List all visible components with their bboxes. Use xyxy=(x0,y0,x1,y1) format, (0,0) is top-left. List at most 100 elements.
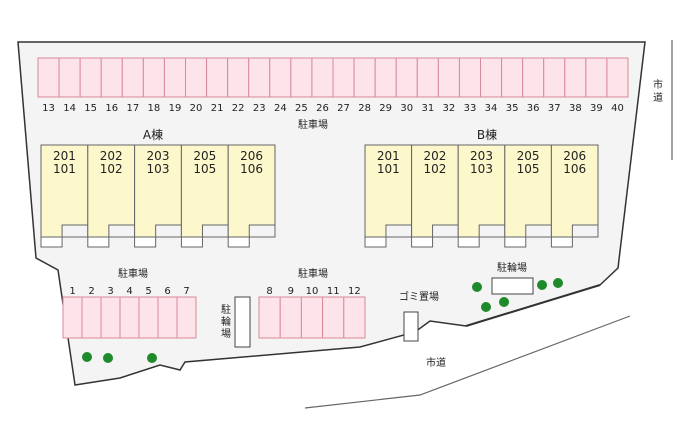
parking-space xyxy=(258,296,281,339)
unit-entrance-notch xyxy=(201,224,229,238)
bike-parking-right-label: 駐輪場 xyxy=(497,261,527,274)
parking-space xyxy=(142,57,165,98)
tree-icon xyxy=(481,302,491,312)
parking-space-number: 26 xyxy=(316,103,329,114)
parking-space xyxy=(311,57,334,98)
parking-space-number: 14 xyxy=(63,103,76,114)
unit-number-upper: 203 xyxy=(470,149,493,163)
unit-entrance-notch xyxy=(108,224,136,238)
unit-entrance-notch xyxy=(478,224,506,238)
building-unit xyxy=(364,144,413,238)
tree-icon xyxy=(472,282,482,292)
parking-space xyxy=(58,57,81,98)
parking-left-label: 駐車場 xyxy=(118,267,148,280)
parking-space-number: 23 xyxy=(253,103,266,114)
unit-number-lower: 101 xyxy=(377,162,400,176)
tree-icon xyxy=(553,278,563,288)
parking-space-number: 11 xyxy=(327,286,340,297)
parking-space xyxy=(37,57,60,98)
parking-space-number: 39 xyxy=(590,103,603,114)
unit-number-lower: 105 xyxy=(517,162,540,176)
parking-space-number: 5 xyxy=(145,286,151,297)
parking-space-number: 15 xyxy=(84,103,97,114)
parking-space-number: 4 xyxy=(126,286,132,297)
bike-parking-vertical-label-3: 場 xyxy=(221,327,231,340)
unit-number-lower: 102 xyxy=(423,162,446,176)
tree-icon xyxy=(147,353,157,363)
parking-space xyxy=(227,57,250,98)
parking-space xyxy=(585,57,608,98)
unit-number-upper: 201 xyxy=(53,149,76,163)
parking-space xyxy=(290,57,313,98)
unit-porch xyxy=(457,236,480,248)
building-unit xyxy=(40,144,89,238)
parking-space-number: 33 xyxy=(464,103,477,114)
unit-number-lower: 102 xyxy=(100,162,123,176)
parking-space-number: 10 xyxy=(306,286,319,297)
unit-entrance-notch xyxy=(571,224,599,238)
parking-space-number: 27 xyxy=(337,103,350,114)
building-unit xyxy=(134,144,182,238)
parking-space xyxy=(300,296,324,339)
parking-space-number: 32 xyxy=(443,103,456,114)
parking-space-number: 8 xyxy=(266,286,272,297)
building-a-label: A棟 xyxy=(143,127,163,142)
tree-icon xyxy=(103,353,113,363)
tree-icon xyxy=(499,297,509,307)
parking-space-number: 38 xyxy=(569,103,582,114)
unit-entrance-notch xyxy=(432,224,459,238)
unit-number-upper: 205 xyxy=(517,149,540,163)
building-unit xyxy=(504,144,552,238)
parking-space-number: 25 xyxy=(295,103,308,114)
parking-space xyxy=(543,57,566,98)
parking-space xyxy=(100,57,123,98)
parking-space xyxy=(374,57,397,98)
parking-space-number: 9 xyxy=(288,286,294,297)
unit-number-upper: 202 xyxy=(100,149,123,163)
parking-space-number: 35 xyxy=(506,103,519,114)
parking-space-number: 7 xyxy=(183,286,189,297)
road-edge-bottom xyxy=(304,315,631,409)
parking-space-number: 21 xyxy=(211,103,224,114)
unit-porch xyxy=(40,236,63,248)
building-unit xyxy=(411,144,459,238)
parking-space-number: 30 xyxy=(400,103,413,114)
parking-space xyxy=(121,57,144,98)
unit-number-lower: 103 xyxy=(470,162,493,176)
unit-porch xyxy=(411,236,434,248)
parking-space xyxy=(206,57,229,98)
parking-space-number: 29 xyxy=(379,103,392,114)
top-parking-label: 駐車場 xyxy=(298,118,328,131)
unit-porch xyxy=(504,236,527,248)
unit-number-lower: 101 xyxy=(53,162,76,176)
unit-porch xyxy=(134,236,157,248)
parking-space xyxy=(332,57,355,98)
parking-space-number: 18 xyxy=(148,103,161,114)
parking-space xyxy=(480,57,503,98)
tree-icon xyxy=(537,280,547,290)
parking-space xyxy=(606,57,629,98)
parking-space xyxy=(279,296,302,339)
unit-number-upper: 206 xyxy=(563,149,586,163)
bike-shed-right xyxy=(491,277,534,295)
bike-shed-left xyxy=(234,296,251,348)
parking-space xyxy=(185,57,208,98)
parking-space xyxy=(269,57,292,98)
parking-space xyxy=(79,57,102,98)
bike-parking-vertical-label-2: 輪 xyxy=(221,315,231,328)
unit-porch xyxy=(364,236,387,248)
parking-space-number: 17 xyxy=(126,103,139,114)
parking-space xyxy=(138,296,159,339)
parking-space xyxy=(353,57,376,98)
unit-entrance-notch xyxy=(61,224,89,238)
parking-space xyxy=(395,57,418,98)
parking-space xyxy=(100,296,121,339)
unit-number-lower: 105 xyxy=(193,162,216,176)
unit-number-lower: 106 xyxy=(240,162,263,176)
parking-space-number: 12 xyxy=(348,286,361,297)
parking-space xyxy=(564,57,587,98)
unit-entrance-notch xyxy=(248,224,276,238)
road-edge-top xyxy=(465,284,601,327)
unit-porch xyxy=(550,236,573,248)
unit-number-lower: 103 xyxy=(147,162,170,176)
